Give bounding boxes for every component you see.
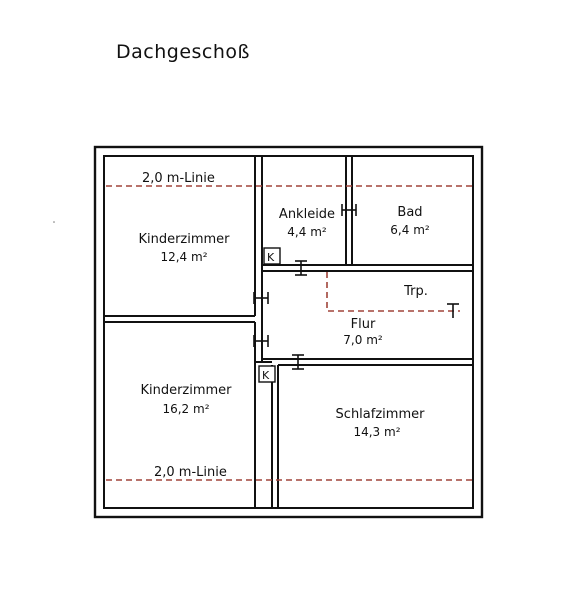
height-line-bottom-label: 2,0 m-Linie — [154, 465, 227, 480]
room-kinderzimmer-bottom-area: 16,2 m² — [162, 402, 209, 416]
room-ankleide-name: Ankleide — [279, 207, 335, 222]
door-schlafzimmer — [292, 354, 304, 370]
plan-title: Dachgeschoß — [116, 41, 250, 63]
room-flur-area: 7,0 m² — [343, 333, 383, 347]
door-ankleide-flur — [295, 260, 307, 276]
interior-wall-schlafzimmer — [255, 358, 473, 508]
chimney-top: K — [263, 247, 281, 265]
height-line-top-label: 2,0 m-Linie — [142, 171, 215, 186]
chimney-top-label: K — [267, 251, 275, 264]
room-schlafzimmer-area: 14,3 m² — [353, 425, 400, 439]
chimney-bottom-label: K — [262, 369, 270, 382]
door-stairs-flur — [447, 303, 459, 318]
room-schlafzimmer-name: Schlafzimmer — [336, 407, 426, 422]
stairs-label: Trp. — [403, 284, 428, 299]
speck-mark — [53, 221, 55, 223]
interior-wall-left-column — [254, 156, 263, 508]
outer-wall-inner-outline — [103, 155, 474, 509]
chimney-bottom: K — [258, 365, 276, 383]
outer-wall-outline — [93, 145, 484, 519]
interior-wall-kinderzimmer-divider — [104, 315, 255, 323]
door-ankleide-bad — [341, 204, 357, 216]
room-bad-area: 6,4 m² — [390, 223, 430, 237]
room-kinderzimmer-bottom-name: Kinderzimmer — [140, 383, 232, 398]
room-ankleide-area: 4,4 m² — [287, 225, 327, 239]
room-kinderzimmer-top-area: 12,4 m² — [160, 250, 207, 264]
room-bad-name: Bad — [397, 205, 422, 220]
door-kinderzimmer-bottom — [253, 335, 269, 347]
door-kinderzimmer-top — [253, 292, 269, 304]
room-flur-name: Flur — [351, 317, 376, 332]
stair-outline-dashed — [326, 272, 460, 312]
room-kinderzimmer-top-name: Kinderzimmer — [138, 232, 230, 247]
